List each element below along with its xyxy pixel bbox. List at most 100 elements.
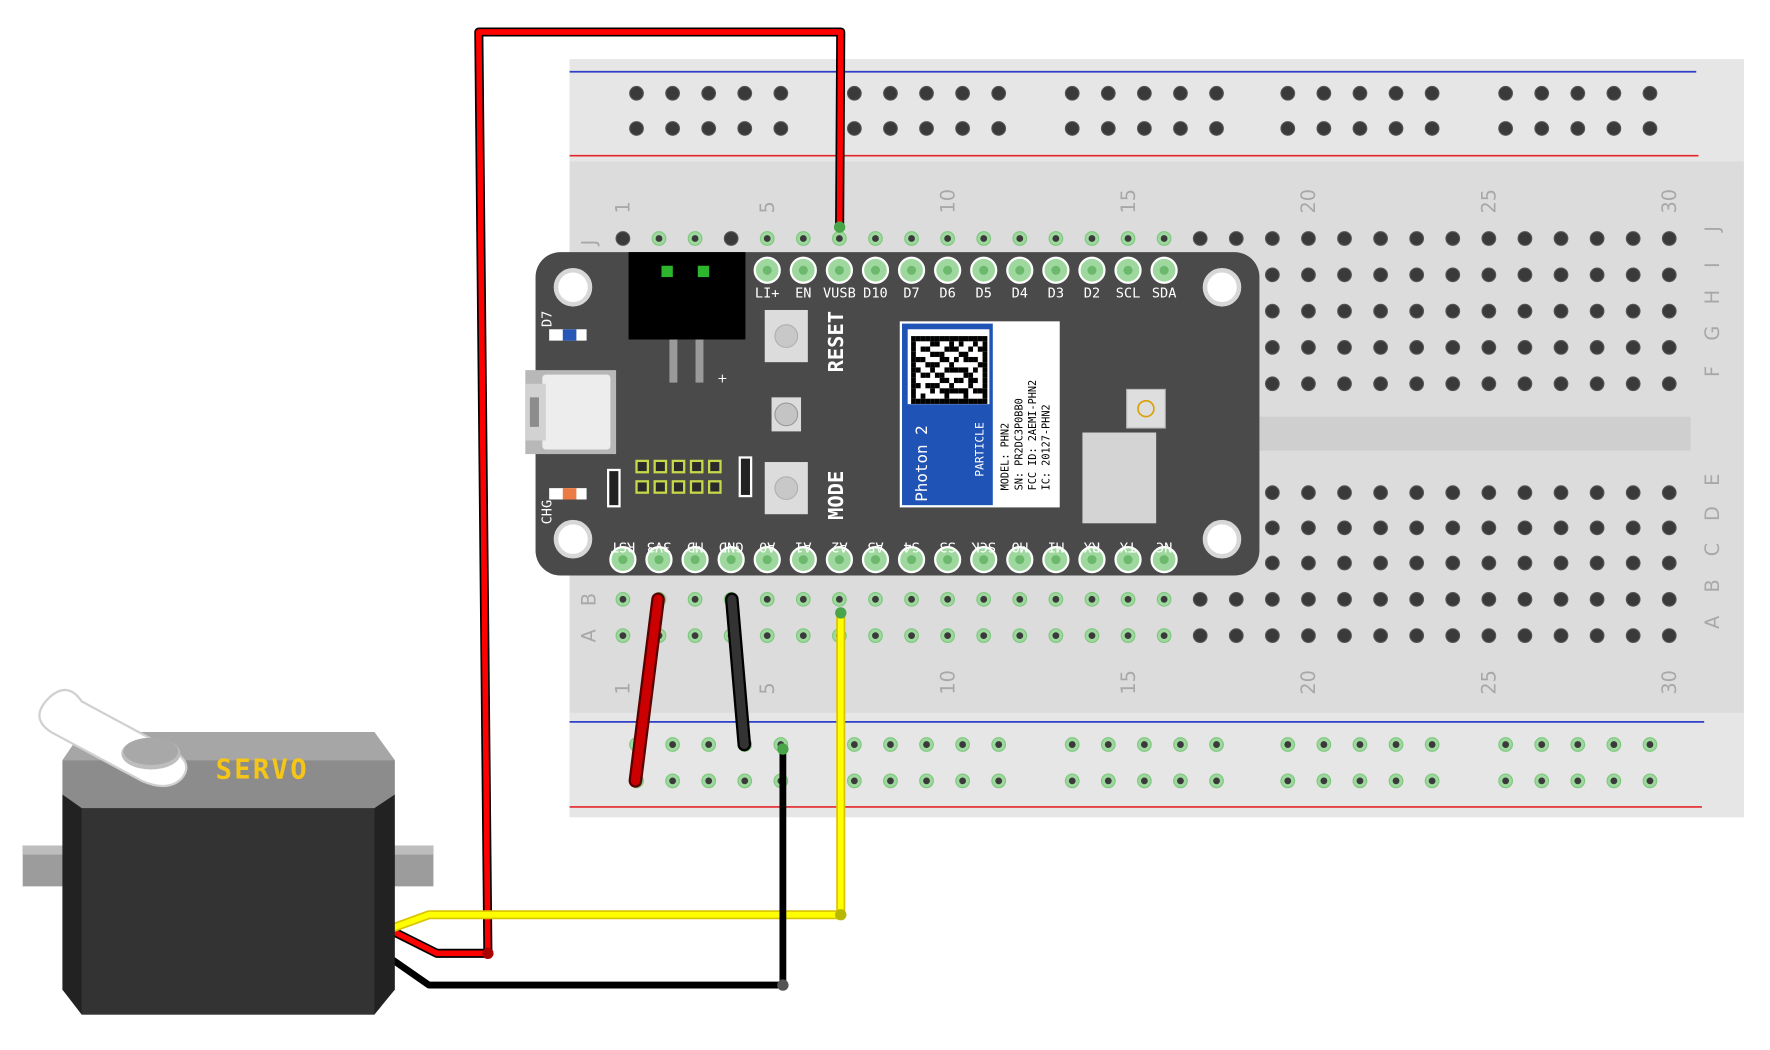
breadboard-hole (1625, 267, 1641, 283)
breadboard-hole (1264, 340, 1280, 355)
power-rail-hole-center (1213, 777, 1220, 785)
row-letter: J (578, 240, 601, 247)
power-rail-hole (1570, 85, 1586, 101)
breadboard-hole (1589, 267, 1605, 283)
ground-wire (388, 745, 787, 989)
pin-label: D6 (939, 286, 955, 302)
datamatrix-cell (949, 388, 954, 394)
column-number: 30 (1658, 670, 1681, 695)
breadboard-hole (1517, 376, 1533, 392)
datamatrix-cell (949, 367, 954, 373)
power-rail-hole (883, 121, 898, 136)
datamatrix-cell (920, 356, 926, 363)
breadboard-hole (1264, 376, 1280, 392)
pin-label: D5 (976, 286, 992, 302)
breadboard-hole-center (1088, 595, 1096, 603)
breadboard-hole-center (872, 595, 879, 603)
breadboard-hole (1589, 231, 1605, 246)
breadboard-hole (1228, 628, 1244, 643)
datamatrix-cell (939, 388, 945, 394)
datamatrix-cell (949, 362, 954, 368)
pin-label: A1 (795, 539, 811, 555)
datamatrix-cell (949, 341, 954, 347)
breadboard-hole-center (691, 235, 699, 242)
datamatrix-cell (911, 362, 916, 368)
reset-button-cap[interactable] (774, 324, 799, 348)
datamatrix-cell (963, 393, 969, 399)
breadboard-hole (1625, 555, 1641, 571)
breadboard-hole (1553, 376, 1569, 392)
breadboard-hole (1553, 520, 1569, 536)
datamatrix-cell (925, 362, 931, 368)
datamatrix-cell (911, 388, 916, 394)
datamatrix-cell (939, 356, 945, 363)
power-rail-hole (737, 85, 753, 101)
pin-center (1051, 555, 1061, 565)
breadboard-hole (1228, 231, 1244, 246)
datamatrix-cell (953, 367, 959, 373)
datamatrix-cell (911, 351, 916, 357)
breadboard-hole (1589, 376, 1605, 392)
power-rail-hole (1606, 85, 1622, 101)
breadboard-hole (1409, 485, 1425, 501)
power-rail-hole (1280, 85, 1296, 101)
power-rail-hole (1136, 85, 1152, 101)
breadboard-hole (1409, 340, 1425, 355)
breadboard-hole (1445, 231, 1461, 246)
datamatrix-cell (911, 341, 916, 347)
datamatrix-cell (982, 341, 988, 347)
power-rail-hole-center (1574, 741, 1582, 748)
datamatrix-cell (963, 367, 969, 373)
pin-center (1015, 265, 1025, 275)
d7-led (562, 329, 577, 341)
datamatrix-cell (944, 336, 950, 342)
datamatrix-cell (973, 398, 978, 404)
datamatrix-cell (939, 336, 945, 342)
breadboard-hole-center (1160, 235, 1168, 242)
module-info-1: MODEL: PHN2 (1001, 423, 1012, 491)
breadboard-hole (1445, 267, 1461, 283)
power-rail-hole (991, 121, 1007, 136)
connector-pad (697, 265, 710, 278)
breadboard-hole (1517, 520, 1533, 536)
breadboard-hole (1301, 555, 1316, 571)
connector-leg (695, 339, 704, 383)
power-rail-hole-center (1392, 741, 1400, 748)
pin-label: MI (1048, 539, 1064, 555)
breadboard-hole-center (944, 632, 952, 640)
breadboard-hole (1553, 267, 1569, 283)
pin-center (690, 555, 700, 565)
breadboard-hole (1409, 376, 1425, 392)
power-rail-hole (919, 121, 934, 136)
breadboard-hole (1661, 555, 1677, 571)
datamatrix-cell (958, 377, 964, 384)
datamatrix-cell (968, 398, 974, 404)
breadboard-hole (1481, 267, 1497, 283)
breadboard-hole (1409, 231, 1425, 246)
pin-label: A5 (867, 539, 883, 555)
breadboard-hole (1337, 231, 1352, 246)
breadboard-hole-center (1016, 235, 1024, 242)
breadboard-hole-center (763, 632, 771, 640)
pin-label: D4 (1012, 286, 1028, 302)
mode-button-cap[interactable] (774, 476, 799, 501)
pin-label: RST (611, 539, 636, 555)
breadboard-hole (1409, 555, 1425, 571)
pin-label: 3V3 (647, 539, 672, 555)
breadboard-hole (1517, 485, 1533, 501)
pin-center (943, 555, 953, 565)
module-info-4: IC: 20127-PHN2 (1042, 404, 1053, 490)
power-rail-hole-center (1538, 777, 1546, 785)
breadboard-hole (1553, 303, 1569, 319)
header-pad (708, 459, 722, 474)
wires (386, 27, 847, 991)
pin-label: NC (1156, 539, 1172, 555)
jumper-3v3 (630, 594, 663, 786)
breadboard-hole (1228, 591, 1244, 607)
power-rail-hole (846, 121, 862, 136)
mounting-hole (553, 519, 593, 559)
pin-center (979, 265, 989, 275)
breadboard-hole-center (908, 595, 915, 603)
breadboard-hole (1625, 376, 1641, 392)
power-rail-hole (1388, 85, 1404, 101)
